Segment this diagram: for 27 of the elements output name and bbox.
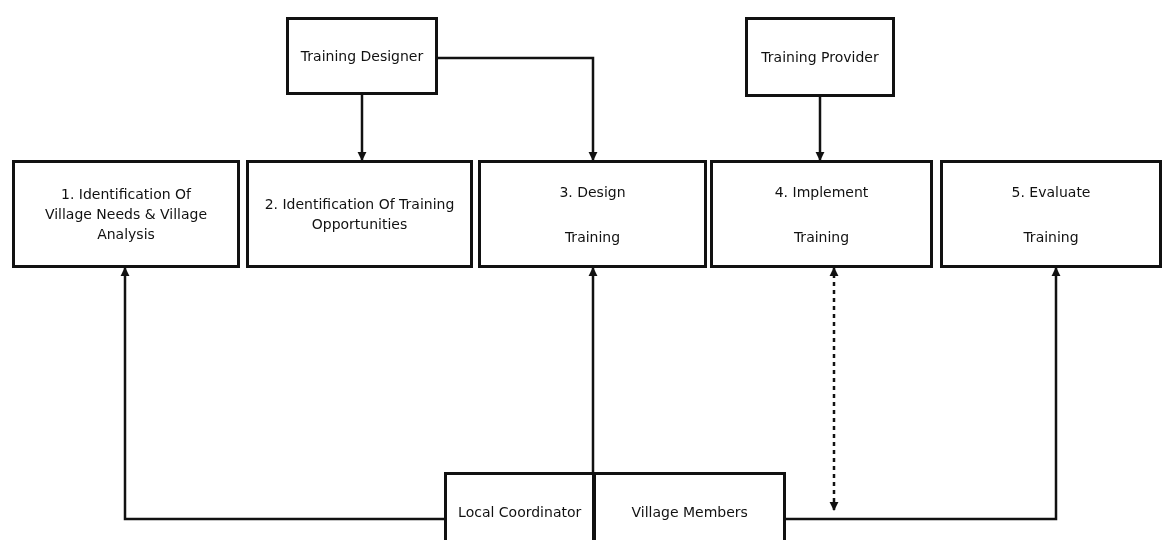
box-label: Training Provider: [761, 48, 879, 67]
arrow: [120, 267, 444, 521]
box-label: 4. Implement: [774, 182, 869, 202]
box-label: 5. Evaluate: [1011, 182, 1091, 202]
process-box: [745, 17, 895, 97]
arrow: [786, 267, 1061, 521]
box-label: Training: [793, 227, 850, 247]
process-box: [710, 160, 933, 268]
process-box: [478, 160, 707, 268]
box-label: Village Members: [631, 502, 748, 522]
box-label: Training Designer: [300, 47, 424, 66]
box-label: Training: [1023, 227, 1079, 247]
process-box: [940, 160, 1162, 268]
split-box: [444, 472, 786, 540]
arrow: [357, 95, 367, 161]
box-label: 2. Identification Of Training Opportunities: [263, 195, 456, 234]
box-label: Local Coordinator: [458, 502, 582, 522]
arrow: [588, 267, 598, 472]
box-label: Training: [564, 227, 621, 247]
process-box: [246, 160, 473, 268]
arrow: [829, 267, 839, 511]
arrow: [815, 97, 825, 161]
process-box: [286, 17, 438, 95]
arrow: [438, 56, 598, 161]
box-label: 3. Design: [559, 182, 626, 202]
box-label: 1. Identification Of Village Needs & Village Analysis: [43, 185, 209, 244]
process-box: [12, 160, 240, 268]
